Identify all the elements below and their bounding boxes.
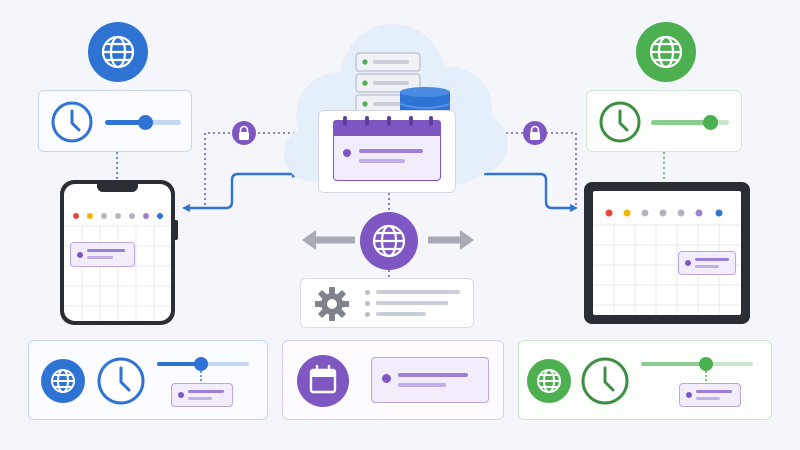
event-line — [87, 249, 125, 252]
lock-icon — [523, 121, 547, 145]
event-line — [359, 159, 405, 163]
slider-thumb[interactable] — [194, 357, 208, 371]
timezone-panel-right — [586, 90, 742, 152]
event-line — [188, 397, 212, 400]
clock-icon — [581, 357, 629, 405]
clock-icon — [599, 101, 641, 143]
slider-fill — [157, 362, 201, 366]
dotted-connector — [200, 371, 202, 383]
globe-icon — [88, 22, 148, 82]
globe-icon — [636, 22, 696, 82]
globe-icon — [527, 359, 571, 403]
gear-icon[interactable] — [313, 285, 351, 323]
slider-thumb[interactable] — [138, 115, 153, 130]
event-dot — [685, 260, 691, 266]
setting-bullet — [365, 312, 370, 317]
clock-icon — [51, 101, 93, 143]
event-line — [398, 373, 468, 377]
event-line — [696, 390, 732, 393]
calendar-ring — [365, 116, 369, 126]
globe-icon — [360, 212, 418, 270]
tablet-screen — [593, 191, 741, 315]
setting-bullet — [365, 290, 370, 295]
event-dot — [77, 252, 83, 258]
event-line — [696, 397, 720, 400]
bottom-panel-right — [518, 340, 772, 420]
setting-line — [376, 312, 426, 316]
calendar-ring — [409, 116, 413, 126]
event-line — [398, 383, 446, 387]
setting-bullet — [365, 301, 370, 306]
event-dot — [343, 149, 351, 157]
gray-arrow-right-head — [460, 230, 474, 250]
calendar-header — [333, 120, 441, 136]
tablet-event-card — [678, 251, 736, 275]
dotted-connector — [705, 371, 707, 383]
event-line — [87, 256, 113, 259]
event-line — [188, 390, 224, 393]
event-card — [171, 383, 233, 407]
arrow-head-left-1 — [182, 204, 190, 212]
server-icon — [355, 52, 421, 114]
event-line — [695, 258, 729, 261]
globe-icon — [41, 359, 85, 403]
calendar-ring — [387, 116, 391, 126]
slider-fill — [651, 120, 709, 125]
arrow-head-right-2 — [570, 204, 578, 212]
slider-thumb[interactable] — [699, 357, 713, 371]
dotted-connector-left — [204, 132, 318, 205]
cloud-calendar-card — [318, 110, 456, 193]
event-card — [679, 383, 741, 407]
bottom-panel-left — [28, 340, 268, 420]
calendar-body — [333, 136, 441, 181]
slider-fill — [105, 120, 145, 125]
phone-button — [175, 220, 178, 240]
slider-thumb[interactable] — [703, 115, 718, 130]
gray-arrow-left-head — [302, 230, 316, 250]
slider-fill — [641, 362, 705, 366]
clock-icon — [97, 357, 145, 405]
sync-arrow-left — [186, 172, 292, 210]
lock-icon — [232, 121, 256, 145]
event-line — [695, 265, 719, 268]
phone-event-card — [70, 242, 135, 267]
calendar-ring — [343, 116, 347, 126]
phone-icon — [60, 180, 178, 325]
tablet-icon — [584, 182, 750, 324]
event-dot — [178, 392, 184, 398]
sync-arrow-right — [484, 172, 570, 210]
phone-notch — [97, 184, 138, 192]
bottom-panel-center — [282, 340, 504, 420]
event-line — [359, 149, 423, 153]
settings-panel — [300, 278, 474, 328]
event-dot — [382, 374, 391, 383]
calendar-icon — [297, 355, 349, 407]
calendar-ring — [429, 116, 433, 126]
setting-line — [376, 301, 448, 305]
event-card — [371, 357, 489, 403]
setting-line — [376, 290, 460, 294]
event-dot — [686, 392, 692, 398]
timezone-panel-left — [38, 90, 192, 152]
